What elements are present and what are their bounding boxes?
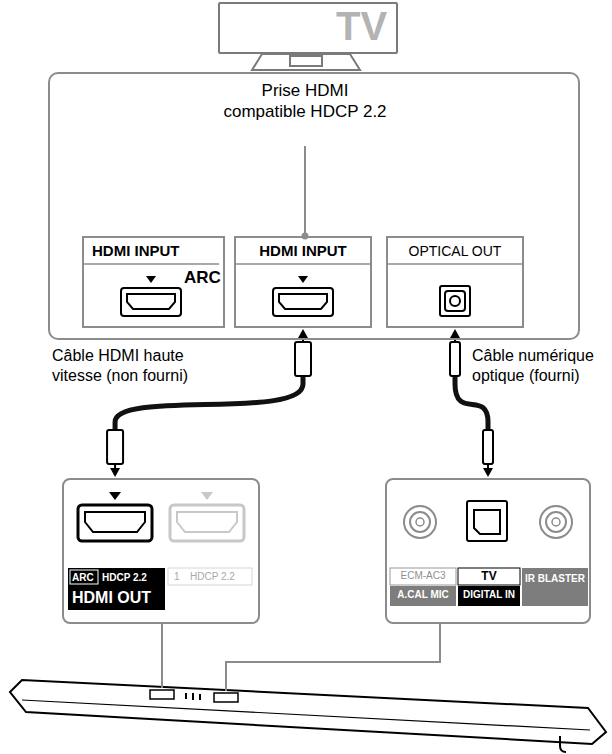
header-dividers [83, 263, 523, 265]
label-text: ARC [72, 572, 94, 584]
label-text: A.CAL MIC [397, 589, 448, 601]
soundbar-rear-jacks [390, 501, 588, 606]
label-text: ARC [184, 268, 221, 288]
cable-plug [295, 342, 311, 376]
label-text: HDMI OUT [72, 588, 151, 607]
label-text: HDCP 2.2 [102, 572, 147, 584]
label-text: HDCP 2.2 [190, 571, 235, 583]
callout-leader [302, 146, 309, 240]
label-text: Prise HDMI compatible HDCP 2.2 [219, 80, 391, 123]
label-text: ECM-AC3 [400, 570, 445, 582]
port-box: HDMI INPUT [234, 236, 372, 328]
soundbar [10, 680, 606, 752]
arrow-head [298, 329, 308, 338]
port-box: HDMI INPUTARC [82, 236, 225, 328]
port-box: OPTICAL OUT [386, 236, 524, 328]
arrow-head [450, 329, 460, 338]
label-text: HDMI INPUT [259, 242, 347, 260]
tv-port-panel: Prise HDMI compatible HDCP 2.2HDMI INPUT… [48, 72, 580, 340]
tv-screen: TV [218, 2, 398, 54]
tv-stand [252, 54, 360, 70]
label-text: TV [481, 569, 496, 583]
cable-label: Câble HDMI haute vitesse (non fourni) [52, 346, 220, 386]
label-text: TV [336, 6, 387, 46]
label-text: HDMI INPUT [92, 242, 180, 260]
soundbar-hdmi-ports [68, 492, 252, 610]
label-text: DIGITAL IN [463, 589, 515, 601]
zoom-leaders [162, 624, 440, 691]
arrow-head [483, 468, 493, 477]
cable-plug [483, 430, 493, 464]
arrow-head [110, 468, 120, 477]
cable-plug [107, 430, 123, 464]
label-text: IR BLASTER [524, 573, 586, 585]
label-text: 1 [174, 571, 180, 583]
cable-plug [450, 342, 460, 376]
optical-port-icon [440, 286, 470, 316]
soundbar-zoom-panel: ARC HDCP 2.2HDMI OUT 1 HDCP 2.2 [62, 478, 260, 624]
label-text: OPTICAL OUT [409, 243, 502, 260]
soundbar-zoom-panel: ECM-AC3A.CAL MIC TV DIGITAL IN IR BLASTER [385, 478, 591, 624]
hdmi-port-icon [121, 276, 333, 316]
cable-label: Câble numérique optique (fourni) [472, 346, 604, 386]
